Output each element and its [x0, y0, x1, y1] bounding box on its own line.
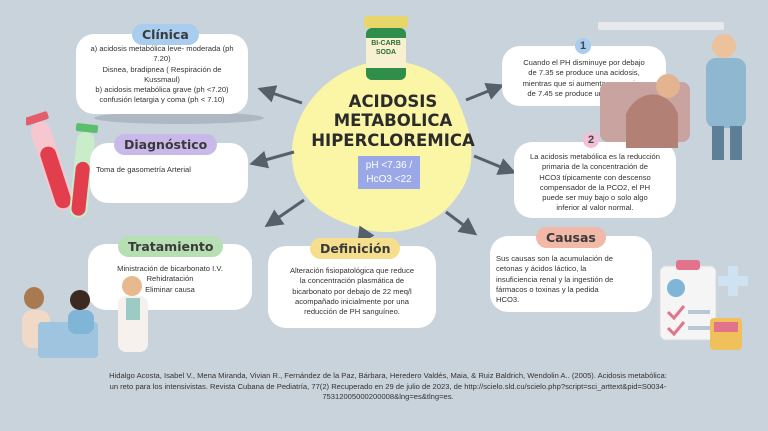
point2-card: La acidosis metabólica es la reducción p…: [514, 142, 676, 218]
definicion-line: Alteración fisiopatológica que reduce: [289, 266, 415, 275]
clinica-line: Disnea, bradipnea ( Respiración de: [102, 64, 222, 74]
definicion-line: acompañado inicialmente por una: [295, 296, 409, 306]
point2-line: inferior al valor normal.: [556, 203, 634, 213]
point1-line: mientras que si aumenta por encima: [522, 78, 646, 88]
point1-line: de 7.35 se produce una acidosis,: [528, 68, 640, 78]
doctor-patient-illustration: [22, 276, 148, 358]
point2-line: compensador de la PCO2, el PH: [539, 182, 651, 192]
center-title: ACIDOSIS METABOLICA HIPERCLOREMICA: [311, 92, 475, 150]
point1-line: Cuando el PH disminuye por debajo: [523, 58, 645, 67]
causas-line: fármacos o toxinas y la pedida: [496, 284, 599, 294]
clinica-line: a) acidosis metabólica leve- moderada (p…: [90, 44, 234, 53]
point2-line: La acidosis metabólica es la reducción: [529, 152, 660, 161]
clinica-line: confusión letargia y coma (ph < 7.10): [99, 95, 225, 105]
tratamiento-line: Rehidratación: [146, 274, 194, 284]
clinica-card: a) acidosis metabólica leve- moderada (p…: [76, 34, 248, 114]
causas-card: Sus causas son la acumulación de cetonas…: [490, 236, 652, 312]
bicarb-jar-label: BI-CARB SODA: [371, 40, 401, 56]
clinica-shadow: [94, 112, 264, 124]
definicion-title: Definición: [310, 238, 401, 259]
definicion-line: bicarbonato por debajo de 22 meq/l: [292, 286, 412, 296]
reference-line: Hidalgo Acosta, Isabel V., Mena Miranda,…: [109, 371, 667, 380]
point2-line: puede ser muy bajo o solo algo: [542, 193, 648, 202]
tratamiento-line: Ministración de bicarbonato I.V.: [117, 264, 223, 273]
definicion-line: la concentración plasmática de: [299, 276, 405, 286]
tratamiento-line: Eliminar causa: [145, 284, 195, 294]
point1-line: de 7.45 se produce una alcalosis.: [527, 88, 641, 98]
center-blob: [291, 60, 472, 233]
clinica-line: Kussmaul): [144, 74, 180, 84]
nurse-patient-illustration: [598, 22, 746, 160]
definicion-card: Alteración fisiopatológica que reduce la…: [268, 246, 436, 328]
tratamiento-title: Tratamiento: [118, 236, 224, 257]
reference-line: un reto para los intensivistas. Revista …: [109, 381, 667, 391]
diagnostico-title: Diagnóstico: [114, 134, 218, 155]
reference-citation: Hidalgo Acosta, Isabel V., Mena Miranda,…: [10, 371, 766, 403]
clinica-title: Clínica: [132, 24, 199, 45]
clinica-line: b) acidosis metabólica grave (ph <7.20): [95, 85, 229, 94]
point2-line: primaria de la concentración de: [542, 162, 648, 172]
causas-line: cetonas y ácidos láctico, la: [496, 264, 587, 274]
medical-record-icon: [659, 260, 748, 350]
point2-line: HCO3 típicamente con descenso: [539, 172, 651, 182]
clinica-line: 7.20): [153, 54, 171, 64]
point1-badge: 1: [575, 38, 591, 54]
causas-title: Causas: [536, 227, 606, 248]
causas-line: insuficiencia renal y la ingestión de: [496, 274, 614, 284]
causas-line: HCO3.: [496, 295, 520, 304]
test-tubes-icon: [26, 111, 99, 218]
diagnostico-text: Toma de gasometría Arterial: [96, 165, 191, 174]
point2-badge: 2: [583, 132, 599, 148]
bicarb-jar-icon: [364, 16, 408, 80]
center-subtitle: pH <7.36 / HcO3 <22: [358, 156, 420, 189]
reference-line: 75312005000200008&lng=es&tlng=es.: [322, 392, 454, 402]
causas-line: Sus causas son la acumulación de: [496, 254, 613, 263]
definicion-line: reducción de PH sanguíneo.: [304, 307, 400, 316]
